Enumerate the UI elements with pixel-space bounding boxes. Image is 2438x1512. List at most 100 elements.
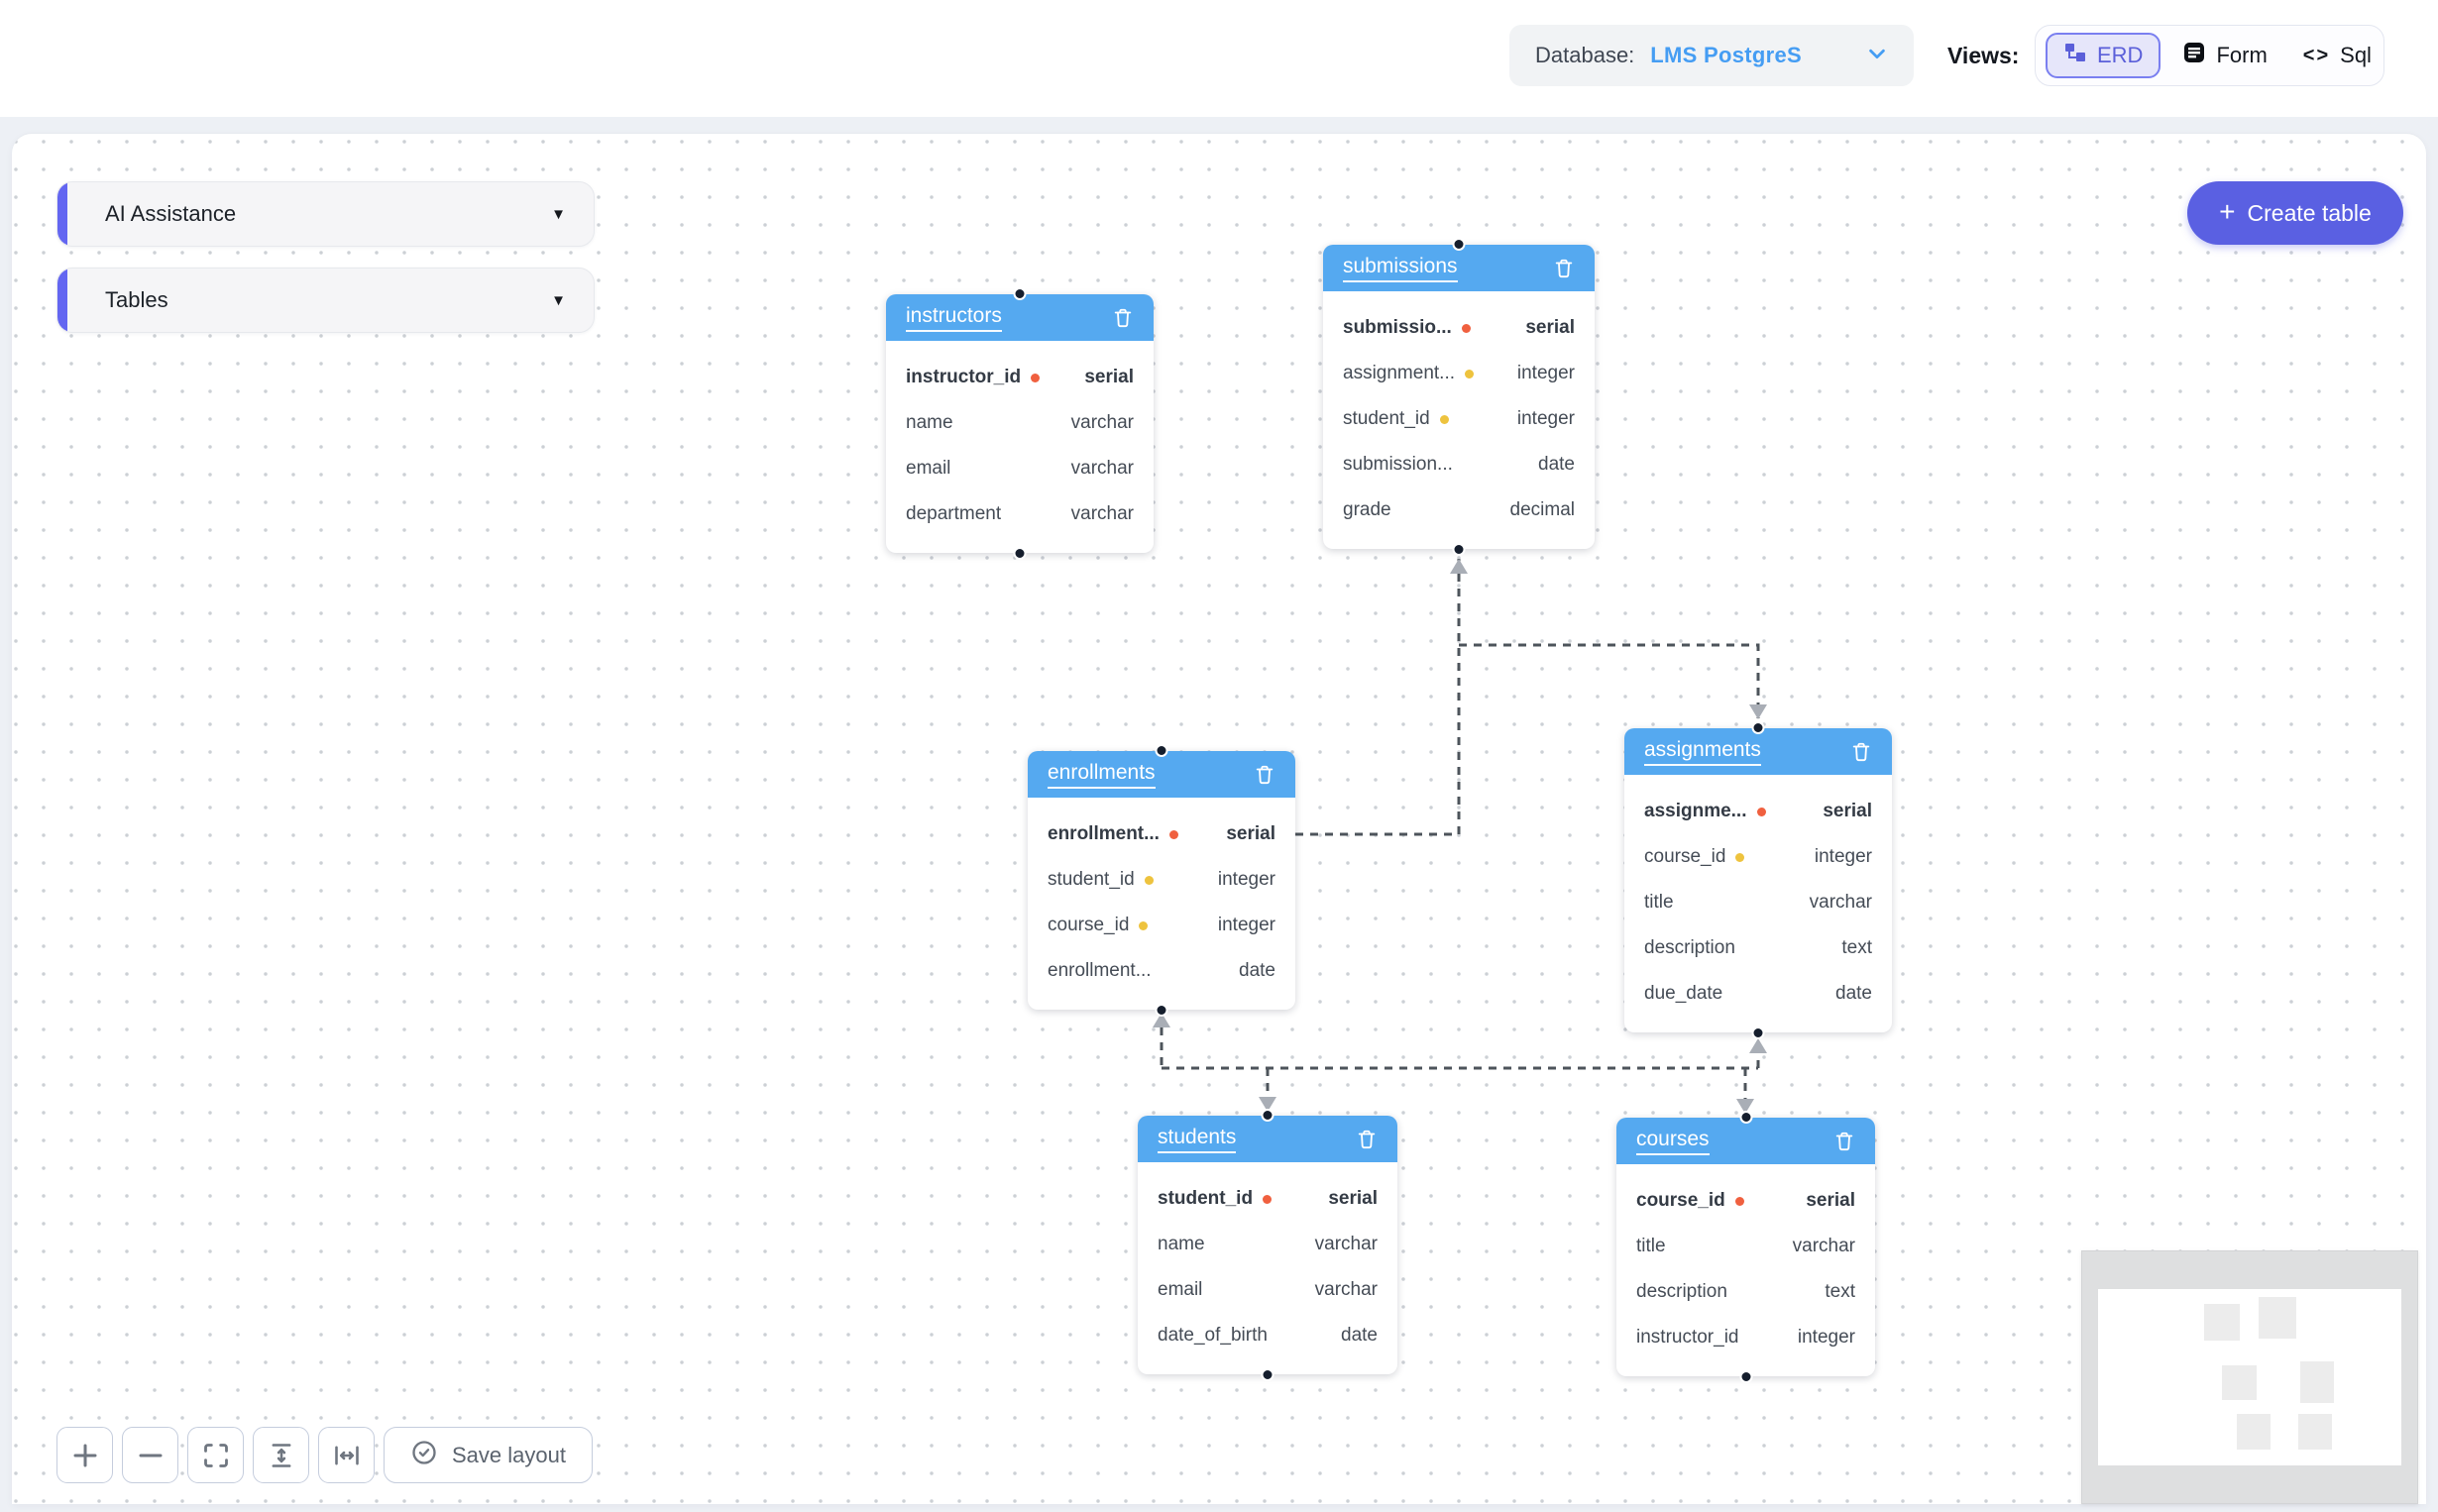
zoom-out-button[interactable]: [122, 1427, 178, 1483]
fit-height-button[interactable]: [253, 1427, 309, 1483]
database-label: Database:: [1535, 43, 1635, 67]
field-row-date_of_birth[interactable]: date_of_birth date: [1138, 1313, 1397, 1358]
connection-handle-top[interactable]: [1452, 238, 1466, 251]
database-selector[interactable]: Database: LMS PostgreS: [1509, 25, 1914, 86]
delete-table-icon[interactable]: [1112, 306, 1134, 330]
delete-table-icon[interactable]: [1833, 1130, 1855, 1153]
view-tab-erd[interactable]: ERD: [2046, 33, 2161, 78]
minimap-node-instructors: [2203, 1303, 2240, 1341]
primary-key-dot: [1031, 373, 1041, 382]
minimap-viewport[interactable]: [2097, 1288, 2402, 1466]
connection-handle-top[interactable]: [1739, 1111, 1752, 1124]
code-icon: <>: [2302, 44, 2331, 66]
delete-table-icon[interactable]: [1850, 740, 1872, 764]
connection-handle-bottom[interactable]: [1751, 1026, 1765, 1039]
chevron-down-icon: [1866, 43, 1888, 69]
fit-width-button[interactable]: [318, 1427, 375, 1483]
field-row-enrollment[interactable]: enrollment...date: [1028, 948, 1295, 994]
table-title[interactable]: courses: [1636, 1128, 1710, 1155]
field-name: date_of_birth: [1158, 1325, 1268, 1346]
panel-tables[interactable]: Tables ▼: [56, 268, 595, 333]
panel-ai-assistance[interactable]: AI Assistance ▼: [56, 181, 595, 247]
field-name: grade: [1343, 499, 1391, 520]
panel-accent-bar: [57, 182, 67, 246]
field-type: serial: [1226, 823, 1275, 844]
foreign-key-dot: [1439, 414, 1449, 424]
minimap-node-assignments: [2299, 1361, 2334, 1404]
field-type: date: [1341, 1325, 1378, 1346]
table-title[interactable]: assignments: [1644, 738, 1761, 766]
foreign-key-dot: [1139, 920, 1149, 930]
edge-arrowhead-up: [1749, 1038, 1767, 1053]
connection-handle-bottom[interactable]: [1261, 1368, 1274, 1381]
foreign-key-dot: [1465, 369, 1474, 378]
table-title[interactable]: instructors: [906, 304, 1002, 332]
connection-handle-bottom[interactable]: [1739, 1370, 1752, 1383]
field-row-assignme[interactable]: assignme...serial: [1624, 789, 1892, 834]
table-title[interactable]: enrollments: [1048, 761, 1156, 789]
minimap-node-submissions: [2259, 1297, 2296, 1339]
field-name: email: [906, 458, 951, 479]
save-layout-button[interactable]: Save layout: [384, 1427, 593, 1483]
field-row-submissio[interactable]: submissio...serial: [1323, 305, 1595, 351]
connection-handle-top[interactable]: [1751, 721, 1765, 734]
form-icon: [2182, 41, 2206, 70]
create-table-button[interactable]: + Create table: [2187, 181, 2403, 245]
field-row-enrollment[interactable]: enrollment...serial: [1028, 811, 1295, 857]
fit-view-button[interactable]: [187, 1427, 244, 1483]
connection-handle-bottom[interactable]: [1013, 547, 1027, 560]
delete-table-icon[interactable]: [1553, 257, 1575, 280]
delete-table-icon[interactable]: [1356, 1128, 1378, 1151]
table-card-header: instructors: [886, 294, 1154, 341]
erd-canvas[interactable]: AI Assistance ▼ Tables ▼ + Create table …: [12, 134, 2426, 1504]
connection-handle-bottom[interactable]: [1155, 1004, 1168, 1017]
connection-handle-top[interactable]: [1261, 1109, 1274, 1122]
field-name: instructor_id: [1636, 1327, 1739, 1348]
caret-down-icon: ▼: [551, 205, 566, 223]
minimap[interactable]: [2081, 1250, 2418, 1504]
connection-handle-bottom[interactable]: [1452, 543, 1466, 556]
table-title[interactable]: submissions: [1343, 255, 1458, 282]
view-tab-sql[interactable]: <> Sql: [2289, 35, 2385, 76]
field-row-submission[interactable]: submission...date: [1323, 442, 1595, 487]
field-name: title: [1644, 892, 1674, 913]
connection-handle-top[interactable]: [1155, 744, 1168, 757]
connection-handle-top[interactable]: [1013, 287, 1027, 300]
field-type: serial: [1806, 1190, 1855, 1211]
table-title[interactable]: students: [1158, 1126, 1237, 1153]
foreign-key-dot: [1144, 875, 1154, 885]
delete-table-icon[interactable]: [1254, 763, 1275, 787]
field-type: integer: [1217, 915, 1275, 935]
field-row-assignment[interactable]: assignment...integer: [1323, 351, 1595, 396]
view-tab-form[interactable]: Form: [2168, 33, 2280, 78]
zoom-in-button[interactable]: [56, 1427, 113, 1483]
